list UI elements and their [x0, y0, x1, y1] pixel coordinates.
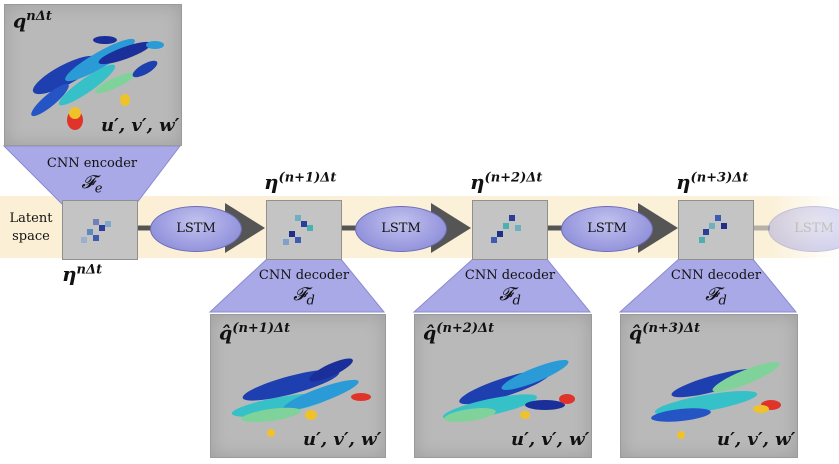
latent-image	[678, 200, 754, 260]
encoder-symbol: 𝓕e	[40, 172, 144, 197]
input-field-panel: qnΔt u′, v′, w′	[4, 4, 182, 146]
latent-state-label: η(n+2)Δt	[470, 170, 542, 194]
latent-state-label: η(n+3)Δt	[676, 170, 748, 194]
latent-state-label: ηnΔt	[62, 262, 102, 286]
decoder-symbol-sub: d	[306, 293, 315, 309]
latent-image	[266, 200, 342, 260]
decoder-symbol-base: 𝓕	[499, 284, 513, 305]
decoder-symbol-base: 𝓕	[293, 284, 307, 305]
lstm-cell: LSTM	[150, 206, 242, 252]
prediction-symbol: q̂(n+2)Δt	[423, 321, 494, 344]
latent-state-superscript: nΔt	[76, 262, 103, 278]
latent-image	[62, 200, 138, 260]
input-field-superscript: nΔt	[26, 9, 52, 24]
flow-structures-image	[443, 360, 575, 422]
prediction-symbol-base: q̂	[219, 322, 233, 345]
prediction-panel: q̂(n+3)Δt u′, v′, w′	[620, 314, 798, 458]
decoder-label: CNN decoder	[258, 268, 350, 283]
latent-state-symbol: η	[470, 170, 485, 194]
prediction-panel: q̂(n+1)Δt u′, v′, w′	[210, 314, 386, 458]
prediction-symbol: q̂(n+3)Δt	[629, 321, 700, 344]
decoder-symbol: 𝓕d	[250, 284, 358, 309]
input-field-symbol-base: q	[13, 10, 27, 33]
prediction-superscript: (n+2)Δt	[436, 321, 495, 336]
encoder-label: CNN encoder	[46, 156, 138, 171]
prediction-symbol-base: q̂	[629, 322, 643, 345]
decoder-symbol: 𝓕d	[662, 284, 770, 309]
prediction-components: u′, v′, w′	[511, 429, 590, 450]
decoder-label: CNN decoder	[464, 268, 556, 283]
prediction-symbol: q̂(n+1)Δt	[219, 321, 290, 344]
flow-structures-image	[31, 36, 164, 130]
decoder-symbol-base: 𝓕	[705, 284, 719, 305]
lstm-cell: LSTM	[355, 206, 447, 252]
prediction-superscript: (n+1)Δt	[232, 321, 291, 336]
input-field-components: u′, v′, w′	[101, 115, 180, 136]
latent-space-label: Latent space	[4, 210, 58, 246]
latent-space-label-line2: space	[12, 229, 50, 244]
latent-image	[472, 200, 548, 260]
latent-state-superscript: (n+3)Δt	[690, 170, 749, 186]
input-field-symbol: qnΔt	[13, 9, 52, 32]
prediction-panel: q̂(n+2)Δt u′, v′, w′	[414, 314, 592, 458]
flow-structures-image	[651, 362, 781, 439]
latent-state-label: η(n+1)Δt	[264, 170, 336, 194]
latent-state-symbol: η	[676, 170, 691, 194]
prediction-symbol-base: q̂	[423, 322, 437, 345]
latent-state-symbol: η	[62, 262, 77, 286]
prediction-superscript: (n+3)Δt	[642, 321, 701, 336]
latent-state-superscript: (n+2)Δt	[484, 170, 543, 186]
decoder-symbol-sub: d	[512, 293, 521, 309]
prediction-components: u′, v′, w′	[303, 429, 382, 450]
decoder-symbol-sub: d	[718, 293, 727, 309]
latent-space-label-line1: Latent	[9, 211, 53, 226]
lstm-cell: LSTM	[561, 206, 653, 252]
latent-state-superscript: (n+1)Δt	[278, 170, 337, 186]
flow-structures-image	[231, 358, 371, 437]
encoder-symbol-sub: e	[94, 181, 103, 197]
decoder-label: CNN decoder	[670, 268, 762, 283]
encoder-symbol-base: 𝓕	[81, 172, 95, 193]
latent-state-symbol: η	[264, 170, 279, 194]
lstm-cell-faded: LSTM	[768, 206, 839, 252]
prediction-components: u′, v′, w′	[717, 429, 796, 450]
decoder-symbol: 𝓕d	[456, 284, 564, 309]
